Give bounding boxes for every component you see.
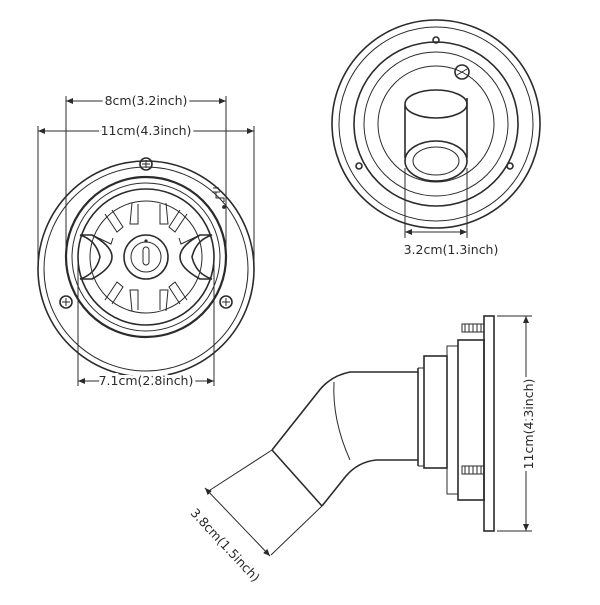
front-cup-ring — [77, 188, 215, 326]
screw-icon — [355, 162, 363, 170]
side-pipe-lower-edge — [321, 459, 418, 507]
screw-icon — [219, 295, 233, 309]
screw-icon — [506, 162, 514, 170]
front-left-tab — [79, 234, 113, 280]
back-body-step-ring — [377, 65, 495, 183]
front-radial-ribs — [91, 202, 201, 312]
screw-icon — [432, 36, 440, 44]
side-dim-height-label: 11cm(4.3inch) — [521, 379, 536, 470]
back-pipe-top — [404, 89, 468, 119]
side-body-step-2 — [446, 345, 459, 495]
back-pipe-walls — [404, 98, 468, 158]
front-center-hub — [123, 234, 169, 280]
back-dim-label: 3.2cm(1.3inch) — [404, 242, 499, 257]
screw-icon — [461, 465, 485, 475]
back-body-inner-ring — [363, 51, 509, 197]
screw-icon — [461, 323, 485, 333]
front-dim-8cm-label: 8cm(3.2inch) — [105, 93, 188, 108]
back-flange-outer-ring — [331, 19, 541, 229]
side-dim-pipe-label: 3.8cm(1.5inch) — [187, 505, 263, 585]
side-body-step-1 — [457, 339, 485, 501]
side-dim-pipe-ext-1 — [206, 449, 273, 493]
back-flange-inner-ring — [338, 26, 534, 222]
back-pipe-mouth — [404, 140, 468, 182]
side-dim-pipe-ext-2 — [270, 505, 323, 556]
front-dim-11cm-label: 11cm(4.3inch) — [101, 123, 192, 138]
back-pipe-mouth-inner — [412, 146, 460, 176]
front-cup-inner-ring — [89, 200, 203, 314]
side-pipe-upper-edge — [271, 371, 418, 451]
side-view: 11cm(4.3inch) 3.8cm(1.5inch) — [187, 315, 539, 585]
side-pipe-seam — [333, 381, 351, 461]
screw-icon — [139, 157, 153, 171]
side-body-step-3 — [423, 355, 448, 469]
center-lock-icon — [142, 239, 150, 266]
screw-icon — [59, 295, 73, 309]
front-dim-7cm-label: 7.1cm(2.8inch) — [99, 373, 194, 388]
front-right-tab — [179, 234, 213, 280]
front-view: 8cm(3.2inch) 11cm(4.3inch) 7.1cm(2.8inch… — [37, 90, 255, 391]
front-flange-outer-ring — [37, 160, 255, 378]
water-tap-icon — [212, 187, 226, 209]
front-bezel-ring — [64, 175, 228, 339]
back-body-ring — [353, 41, 519, 207]
front-bezel-inner-ring — [71, 182, 221, 332]
side-dim-pipe-line — [204, 487, 271, 557]
back-view: 3.2cm(1.3inch) — [331, 19, 541, 257]
side-pipe-mouth — [271, 449, 323, 507]
side-flange-plate — [483, 315, 495, 532]
screw-icon — [454, 64, 470, 80]
